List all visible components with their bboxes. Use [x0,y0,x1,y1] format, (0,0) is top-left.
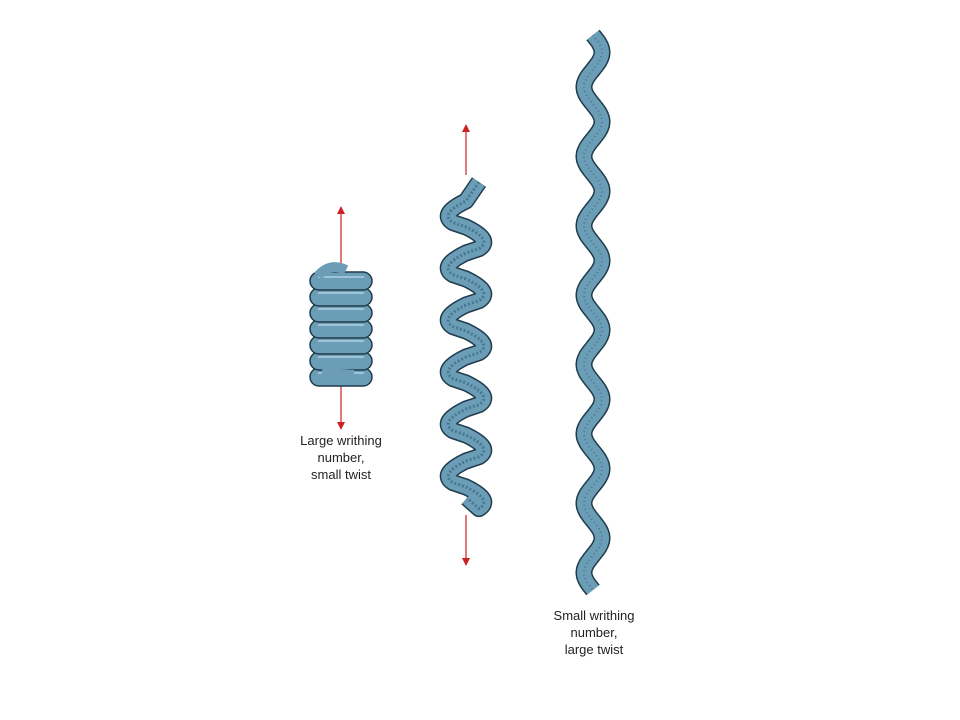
label-left-line-1: Large writhing [300,433,382,448]
wavy-strand [575,29,611,596]
label-left-line-2: number, [317,450,365,465]
coil-tail-bottom [321,368,355,378]
label-right-line-2: number, [570,625,618,640]
strand-shading [583,34,603,591]
label-right-line-3: large twist [564,642,624,657]
open-helix [439,124,493,566]
tight-coil [309,206,373,430]
label-large-writhing: Large writhing number, small twist [281,432,401,483]
label-right-line-1: Small writhing [553,608,635,623]
label-small-writhing: Small writhing number, large twist [534,607,654,658]
coil-tail-top [314,262,349,280]
label-left-line-3: small twist [311,467,371,482]
helix-shading [446,181,486,511]
